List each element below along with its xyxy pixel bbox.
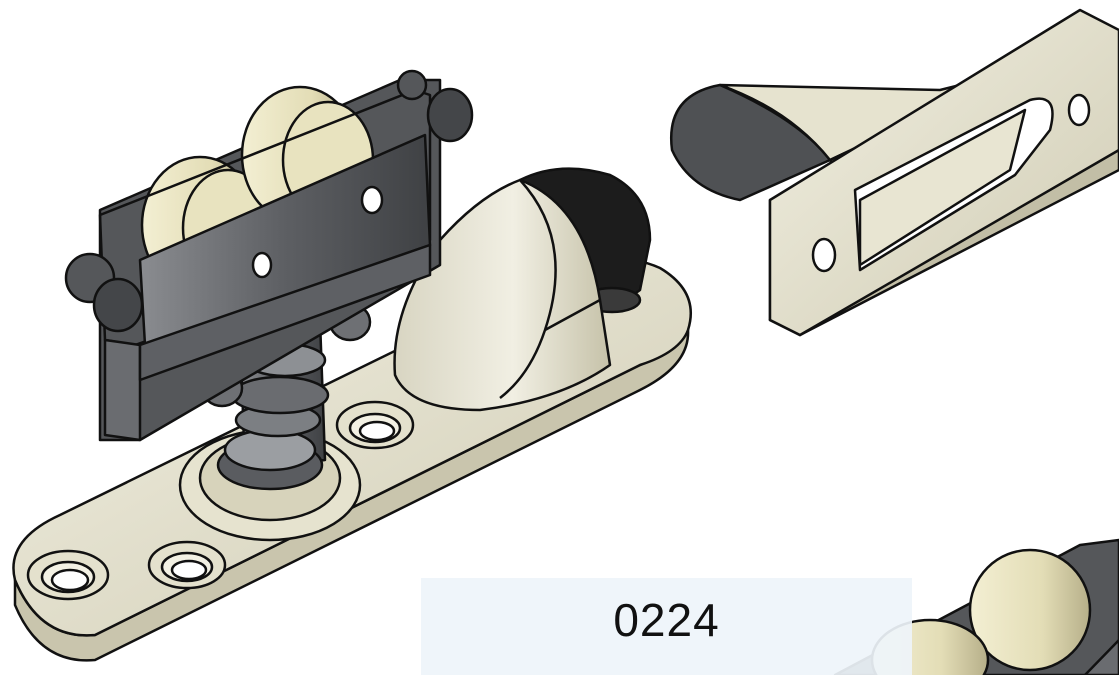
plate-hole-3 [335, 400, 415, 450]
conical-stopper [393, 167, 652, 412]
part-number-text: 0224 [613, 593, 720, 646]
flange-bracket [669, 8, 1119, 337]
plate-hole-1 [26, 549, 110, 601]
part-number-label: 0224 [421, 578, 912, 675]
roller-carriage [64, 69, 474, 491]
plate-hole-2 [147, 540, 227, 590]
